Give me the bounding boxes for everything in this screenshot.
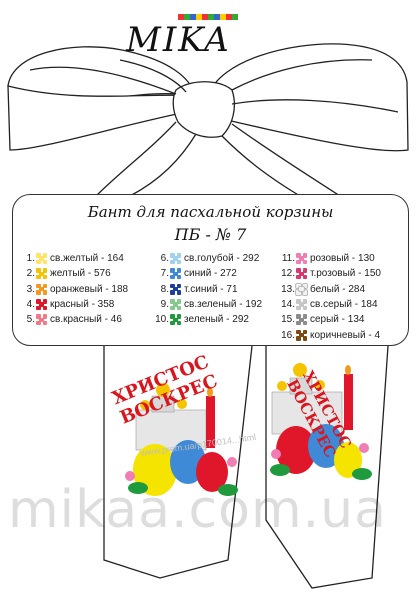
legend-number: 8. bbox=[160, 283, 169, 295]
legend-item: 16. коричневый - 4 bbox=[281, 327, 381, 342]
legend-color-name: розовый - 130 bbox=[310, 253, 375, 265]
legend-item: 9. св.зеленый - 192 bbox=[155, 297, 262, 312]
legend-number: 11. bbox=[281, 253, 295, 265]
cross-stitch-icon bbox=[36, 283, 47, 295]
cross-stitch-icon bbox=[170, 283, 181, 295]
left-tail-design bbox=[125, 383, 238, 496]
legend-number: 3. bbox=[26, 283, 35, 295]
legend-color-name: св.зеленый - 192 bbox=[184, 299, 263, 311]
legend-color-name: коричневый - 4 bbox=[310, 329, 381, 341]
cross-stitch-icon bbox=[170, 253, 181, 265]
legend-item: 6. св.голубой - 292 bbox=[155, 251, 262, 266]
legend-item: 5. св.красный - 46 bbox=[21, 312, 128, 327]
legend-item: 8. т.синий - 71 bbox=[155, 282, 262, 297]
legend-column-1: 1. св.желтый - 164 2. желтый - 576 3. оранжев… bbox=[21, 251, 128, 327]
legend-item: 3. оранжевый - 188 bbox=[21, 282, 128, 297]
site-watermark: mikaa.com.ua bbox=[8, 480, 387, 540]
legend-number: 6. bbox=[160, 253, 169, 265]
cross-stitch-icon bbox=[36, 268, 47, 280]
card-title: Бант для пасхальной корзины bbox=[87, 203, 334, 221]
legend-color-name: белый - 284 bbox=[310, 283, 366, 295]
legend-color-name: св.желтый - 164 bbox=[50, 253, 124, 265]
legend-number: 12. bbox=[281, 268, 295, 280]
cross-stitch-icon bbox=[295, 282, 308, 296]
legend-color-name: красный - 358 bbox=[50, 299, 115, 311]
legend-number: 13. bbox=[281, 283, 295, 295]
legend-number: 1. bbox=[26, 253, 35, 265]
legend-number: 10. bbox=[155, 314, 169, 326]
color-legend-card: Бант для пасхальной корзины ПБ - № 7 1. с… bbox=[12, 194, 409, 346]
legend-item: 15. серый - 134 bbox=[281, 312, 381, 327]
legend-color-name: т.синий - 71 bbox=[184, 283, 238, 295]
legend-item: 12. т.розовый - 150 bbox=[281, 266, 381, 281]
cross-stitch-icon bbox=[296, 299, 307, 311]
legend-item: 14. св.серый - 184 bbox=[281, 297, 381, 312]
legend-number: 9. bbox=[160, 299, 169, 311]
legend-column-3: 11. розовый - 130 12. т.розовый - 150 13. бел… bbox=[281, 251, 381, 343]
legend-number: 2. bbox=[26, 268, 35, 280]
cross-stitch-icon bbox=[170, 268, 181, 280]
card-code: ПБ - № 7 bbox=[174, 225, 247, 244]
brand-logo: MIKA bbox=[116, 6, 316, 64]
legend-color-name: св.серый - 184 bbox=[310, 299, 378, 311]
legend-item: 10. зеленый - 292 bbox=[155, 312, 262, 327]
cross-stitch-icon bbox=[296, 314, 307, 326]
cross-stitch-icon bbox=[296, 253, 307, 265]
legend-number: 14. bbox=[281, 299, 295, 311]
legend-number: 16. bbox=[281, 329, 295, 341]
legend-item: 2. желтый - 576 bbox=[21, 266, 128, 281]
legend-number: 4. bbox=[26, 299, 35, 311]
legend-item: 1. св.желтый - 164 bbox=[21, 251, 128, 266]
legend-color-name: серый - 134 bbox=[310, 314, 365, 326]
legend-number: 15. bbox=[281, 314, 295, 326]
legend-item: 13. белый - 284 bbox=[281, 282, 381, 297]
legend-number: 7. bbox=[160, 268, 169, 280]
cross-stitch-icon bbox=[296, 329, 307, 341]
cross-stitch-icon bbox=[36, 314, 47, 326]
legend-color-name: св.красный - 46 bbox=[50, 314, 122, 326]
cross-stitch-icon bbox=[170, 314, 181, 326]
cross-stitch-icon bbox=[170, 299, 181, 311]
legend-item: 7. синий - 272 bbox=[155, 266, 262, 281]
legend-color-name: оранжевый - 188 bbox=[50, 283, 129, 295]
legend-column-2: 6. св.голубой - 292 7. синий - 272 8. т.синий… bbox=[155, 251, 262, 327]
legend-item: 11. розовый - 130 bbox=[281, 251, 381, 266]
legend-color-name: т.розовый - 150 bbox=[310, 268, 381, 280]
legend-number: 5. bbox=[26, 314, 35, 326]
logo-text: MIKA bbox=[126, 20, 231, 60]
cross-stitch-icon bbox=[36, 299, 47, 311]
legend-color-name: желтый - 576 bbox=[50, 268, 111, 280]
legend-color-name: зеленый - 292 bbox=[184, 314, 249, 326]
legend-item: 4. красный - 358 bbox=[21, 297, 128, 312]
legend-color-name: св.голубой - 292 bbox=[184, 253, 260, 265]
legend-color-name: синий - 272 bbox=[184, 268, 237, 280]
cross-stitch-icon bbox=[36, 253, 47, 265]
cross-stitch-icon bbox=[296, 268, 307, 280]
right-tail-design bbox=[270, 363, 372, 480]
logo-ornament bbox=[178, 14, 238, 20]
